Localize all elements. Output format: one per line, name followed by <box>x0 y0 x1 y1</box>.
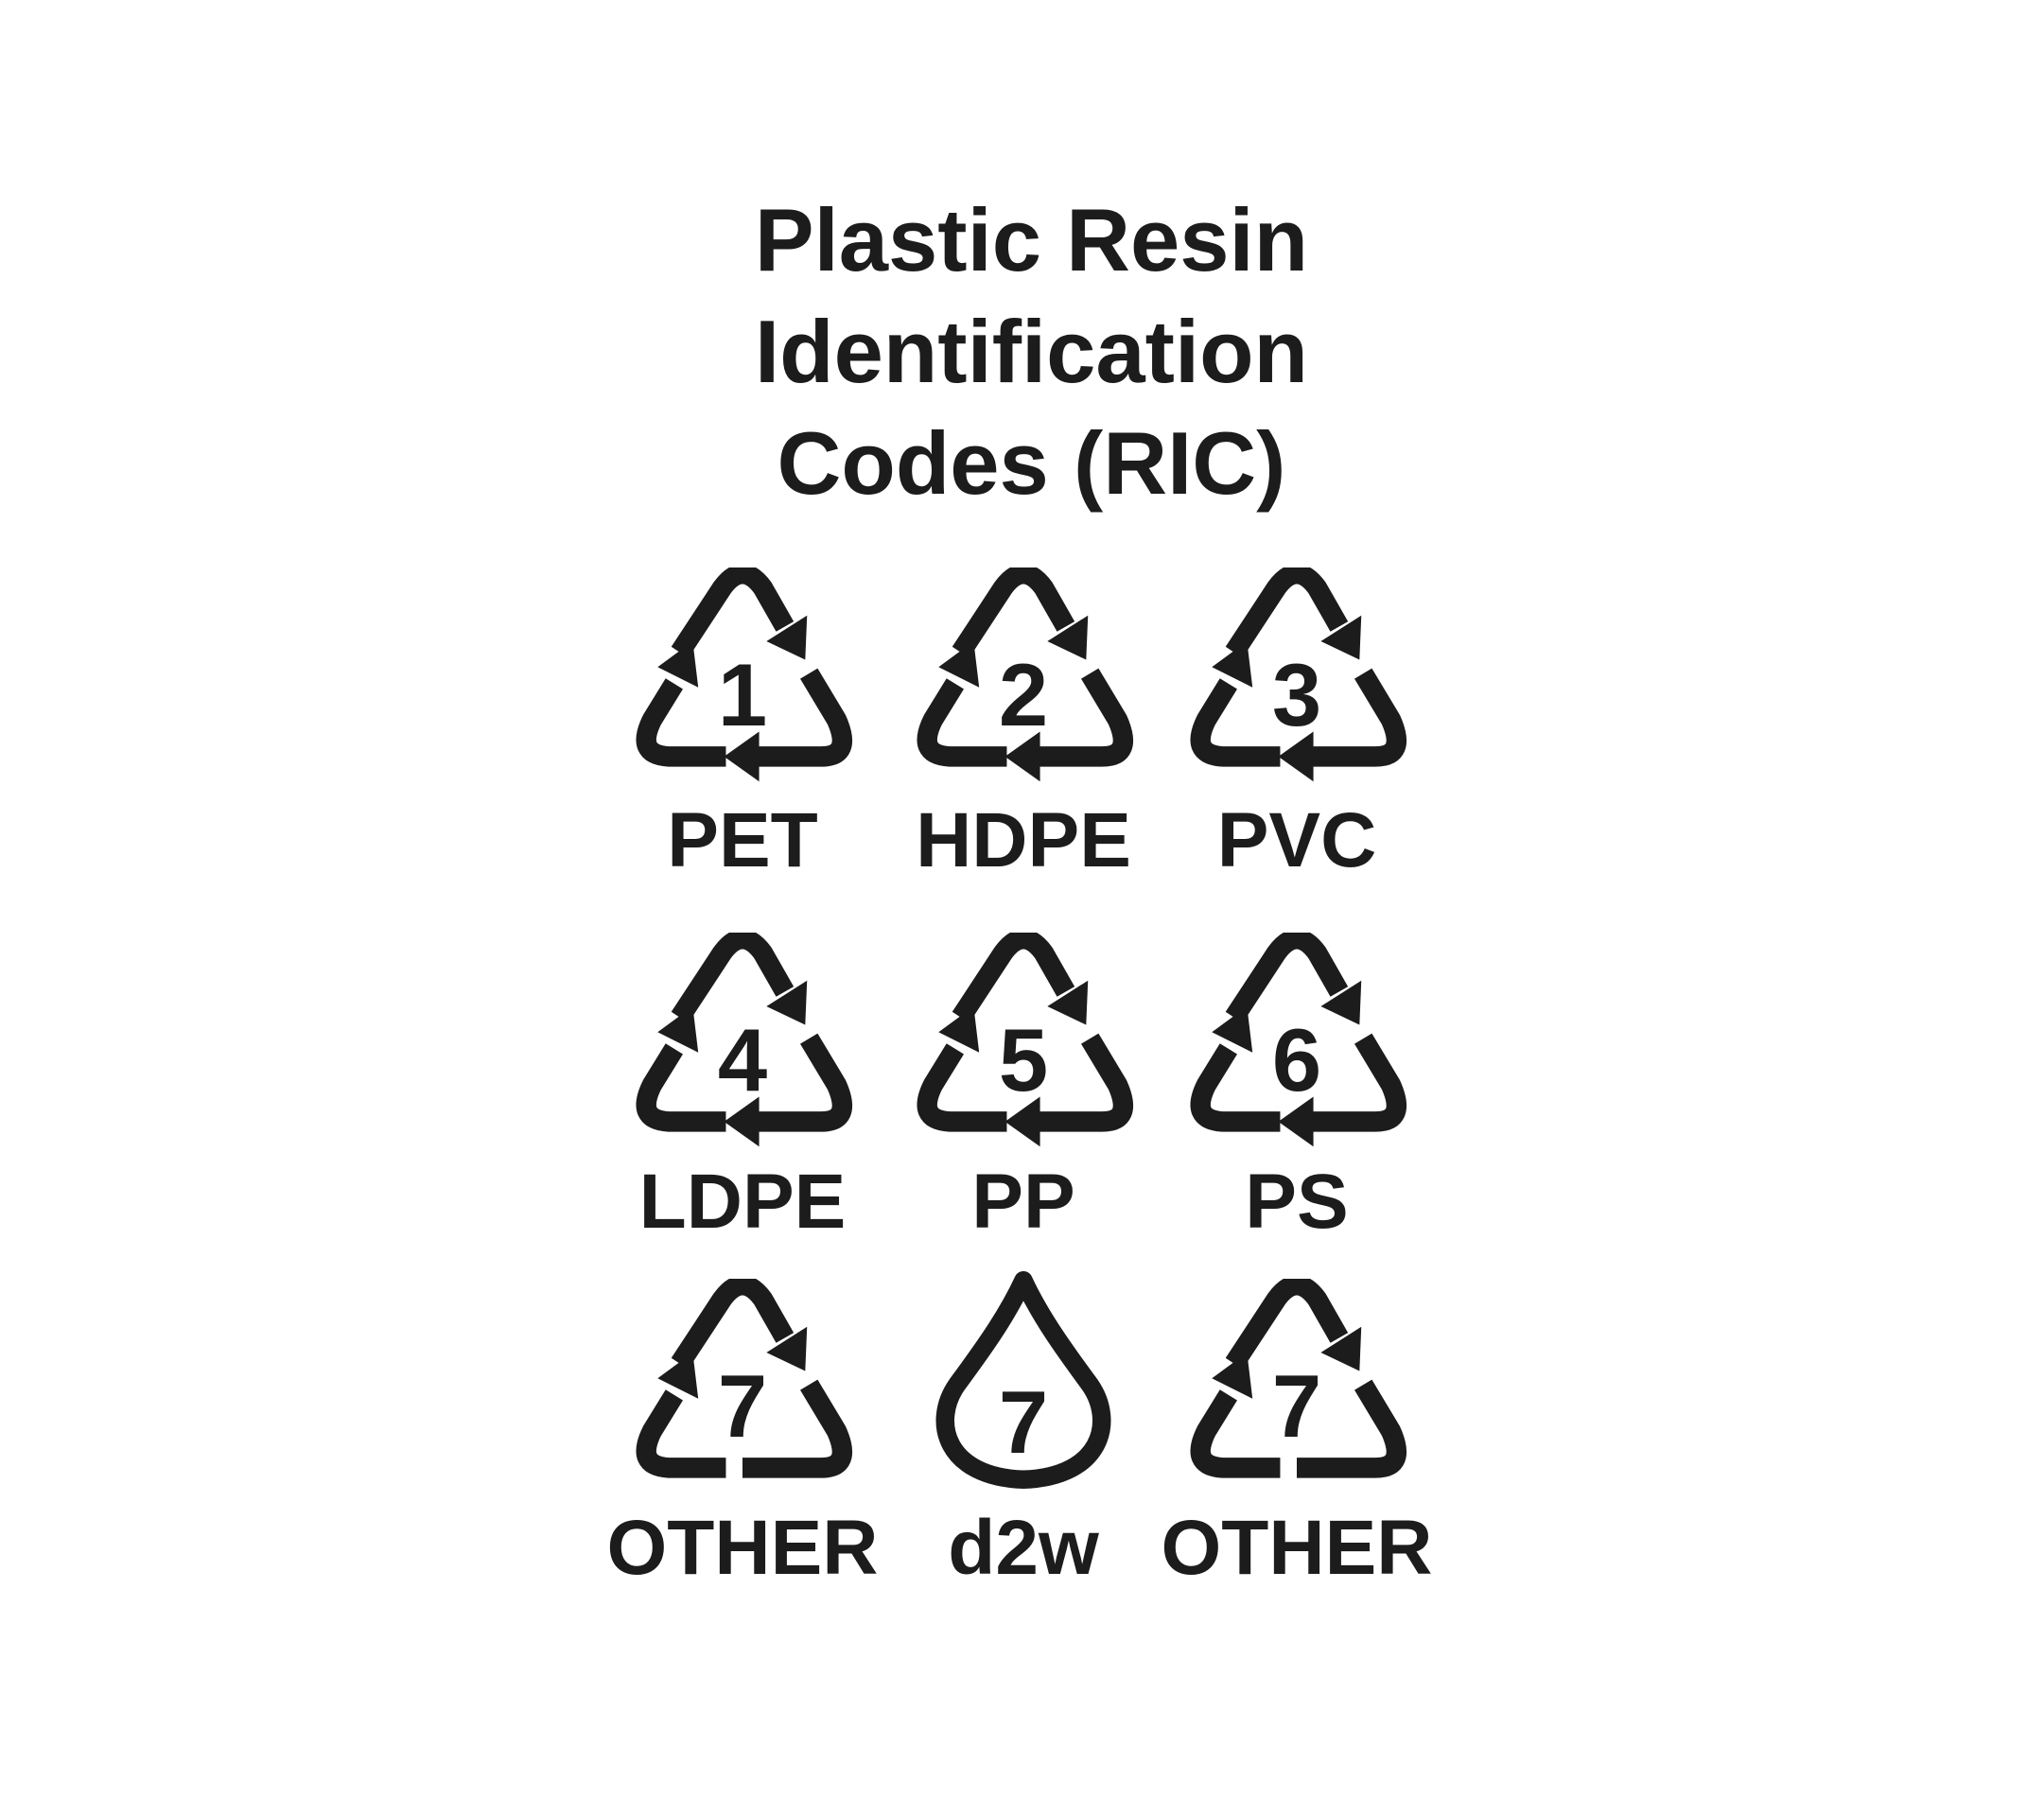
code-number: 4 <box>717 1010 768 1109</box>
code-number: 2 <box>998 645 1049 744</box>
title-line: Codes (RIC) <box>777 413 1286 513</box>
code-number: 7 <box>998 1372 1049 1472</box>
code-number: 7 <box>1271 1356 1322 1456</box>
code-number: 7 <box>717 1356 768 1456</box>
code-number: 5 <box>998 1010 1049 1109</box>
code-label: LDPE <box>638 1159 847 1245</box>
title-line: Plastic Resin <box>754 190 1309 289</box>
code-number: 3 <box>1271 645 1322 744</box>
page-title: Plastic Resin Identification Codes (RIC) <box>0 184 2044 519</box>
title-line: Identification <box>755 302 1308 401</box>
code-label: OTHER <box>606 1505 879 1591</box>
code-number: 6 <box>1271 1010 1322 1109</box>
code-label: PET <box>667 797 818 883</box>
code-label: PS <box>1245 1159 1349 1245</box>
code-label: PP <box>971 1159 1075 1245</box>
code-number: 1 <box>717 645 768 744</box>
code-label: PVC <box>1216 797 1377 883</box>
code-label: OTHER <box>1161 1505 1433 1591</box>
code-label: d2w <box>948 1505 1099 1591</box>
code-label: HDPE <box>916 797 1131 883</box>
